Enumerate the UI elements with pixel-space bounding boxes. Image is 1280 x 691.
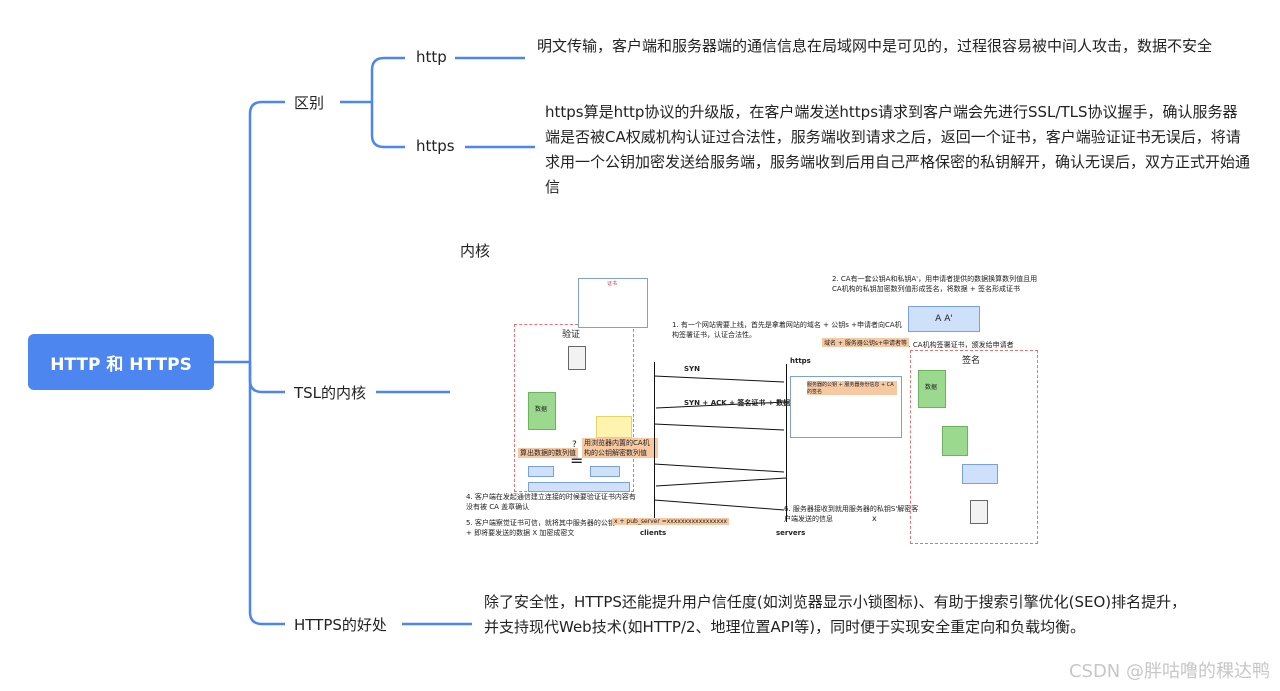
clients-label: clients xyxy=(640,529,667,537)
sign-box xyxy=(910,350,1038,544)
step5-text: 5. 客户端察觉证书可信，就将其中服务器的公钥 + 即将要发送的数据 X 加密成… xyxy=(466,519,615,537)
https-label: https xyxy=(790,357,811,365)
server-lifeline xyxy=(786,364,787,522)
data-block-right: 数据 xyxy=(918,370,946,408)
data-block-right-2 xyxy=(942,426,968,456)
data-label-left: 数据 xyxy=(535,406,548,413)
branch-benefit[interactable]: HTTPS的好处 xyxy=(294,616,387,634)
tls-handshake-figure: 验证 数据 算出数据的数列值 用浏览器内置的CA机构的公钥解密数列值 = ? 证… xyxy=(462,264,1042,546)
server-pub-tag: 服务器的公钥 + 服务器身份信息 + CA 的签名 xyxy=(807,381,897,395)
client-lifeline xyxy=(654,362,655,522)
ca-decrypt-tag: 用浏览器内置的CA机构的公钥解密数列值 xyxy=(582,438,658,458)
sign-note xyxy=(596,416,632,438)
step6-text: 6. 服务器接收到就用服务器的私钥S'解密客户端发送的信息 xyxy=(784,505,919,523)
connector-benefit xyxy=(248,362,285,626)
step2-text: 2. CA有一套公钥A和私钥A'，用申请者提供的数据换算数列值且用CA机构的私钥… xyxy=(832,275,1038,293)
encrypt-box xyxy=(962,464,998,484)
syn-label: SYN xyxy=(684,365,700,373)
sign-title: 签名 xyxy=(962,356,981,366)
watermark: CSDN @胖咕噜的稞达鸭 xyxy=(1068,661,1270,682)
verify-title: 验证 xyxy=(562,330,581,340)
step4-text: 4. 客户端在发起通信建立连接的时候要验证证书内容有没有被 CA 盖章确认 xyxy=(466,493,636,511)
value-box-right xyxy=(590,466,620,477)
step1-text: 1. 有一个网站需要上线，首先是拿着网站的域名 + 公钥s +申请者向CA机构签… xyxy=(672,321,902,339)
domain-pub-tag: 域名 + 服务器公钥s+申请者等 xyxy=(822,338,909,347)
question-mark: ? xyxy=(572,440,577,450)
https-description: https算是http协议的升级版，在客户端发送https请求到客户端会先进行S… xyxy=(545,103,1251,196)
kernel-label: 内核 xyxy=(460,242,491,260)
data-block-left: 数据 xyxy=(528,392,556,430)
cert-top-header: 证书 xyxy=(607,281,618,287)
calc-value-tag: 算出数据的数列值 xyxy=(518,448,578,458)
compare-note xyxy=(528,482,630,492)
cipher-tag: x + pub_server =xxxxxxxxxxxxxxxxx xyxy=(612,518,730,525)
step3-text: 3. CA机构签署证书，颁发给申请者 xyxy=(904,341,1014,349)
document-icon xyxy=(568,346,586,370)
value-box-left xyxy=(528,466,554,477)
connector-http xyxy=(370,56,405,102)
handshake-arrows xyxy=(653,375,787,511)
cert-top: 证书 xyxy=(578,278,648,328)
connector-https xyxy=(370,102,405,149)
benefit-description: 除了安全性，HTTPS还能提升用户信任度(如浏览器显示小锁图标)、有助于搜索引擎… xyxy=(484,593,1187,636)
cert-middle: 服务器的公钥 + 服务器身份信息 + CA 的签名 xyxy=(790,376,902,438)
synack-label: SYN + ACK + 签名证书 + 数据 xyxy=(684,399,791,407)
equals-sign: = xyxy=(570,451,584,470)
signed-document-icon xyxy=(970,500,988,524)
branch-diff[interactable]: 区别 xyxy=(294,94,325,112)
leaf-https[interactable]: https xyxy=(416,137,455,155)
ca-keys-box: A A' xyxy=(908,306,980,332)
connector-diff xyxy=(248,100,285,362)
servers-label: servers xyxy=(776,529,806,537)
connector-tsl xyxy=(248,362,285,394)
x-char: x xyxy=(872,514,877,523)
leaf-http[interactable]: http xyxy=(416,48,447,66)
data-label-right: 数据 xyxy=(925,384,938,391)
branch-tsl[interactable]: TSL的内核 xyxy=(294,384,367,402)
http-description: 明文传输，客户端和服务器端的通信信息在局域网中是可见的，过程很容易被中间人攻击，… xyxy=(537,37,1213,55)
root-node[interactable]: HTTP 和 HTTPS xyxy=(28,334,214,390)
